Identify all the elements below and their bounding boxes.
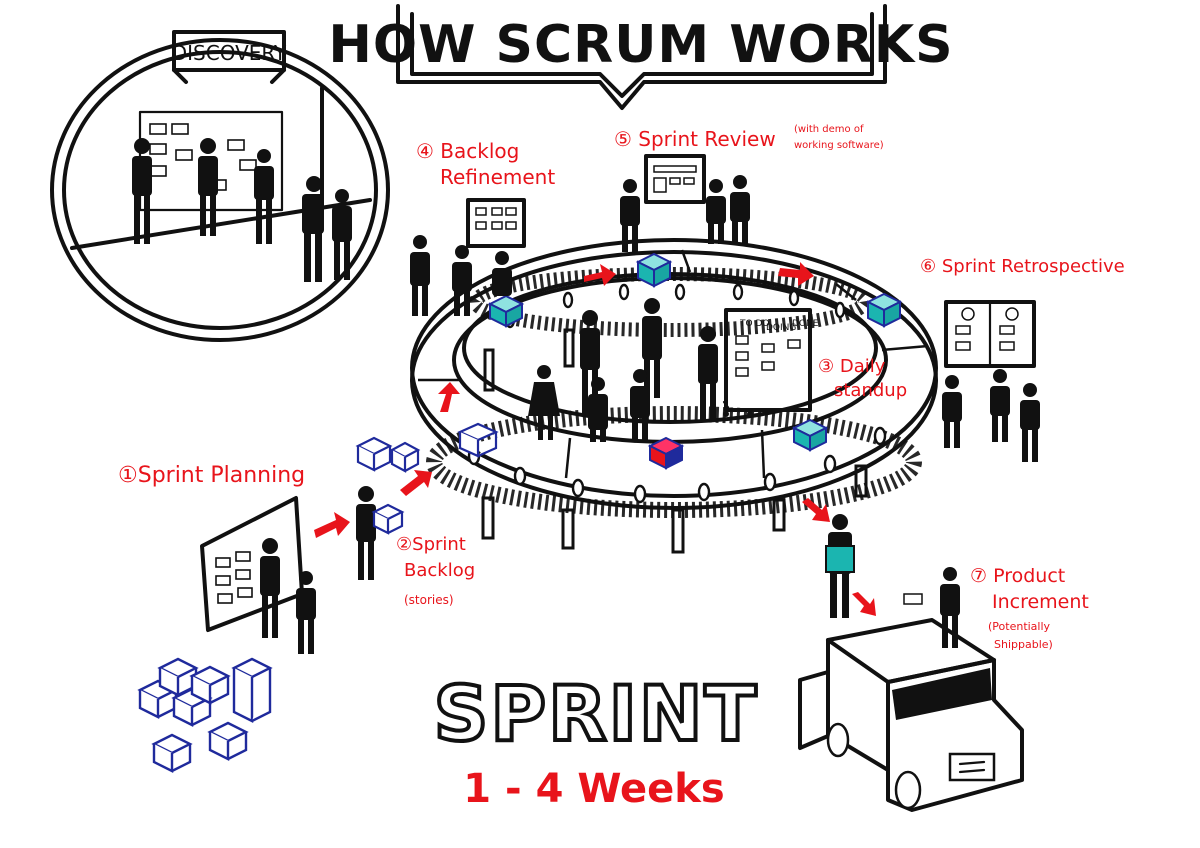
story-box bbox=[231, 657, 273, 723]
sprint-label: SPRINT bbox=[434, 669, 759, 758]
flow-arrows bbox=[314, 262, 876, 616]
label-product-increment-2: Increment bbox=[992, 591, 1089, 613]
increment-box bbox=[487, 294, 525, 328]
label-sprint-retrospective: ⑥ Sprint Retrospective bbox=[920, 256, 1125, 277]
increment-boxes bbox=[487, 252, 903, 470]
label-backlog-refinement-2: Refinement bbox=[440, 165, 555, 189]
page-title: HOW SCRUM WORKS bbox=[328, 15, 953, 75]
label-product-increment-1: ⑦ Product bbox=[970, 565, 1065, 587]
label-product-increment-note-2: Shippable) bbox=[994, 638, 1053, 651]
review-group bbox=[620, 154, 750, 252]
title-banner: HOW SCRUM WORKS bbox=[328, 4, 953, 110]
board-col-doing: DOING bbox=[766, 323, 796, 333]
story-box bbox=[355, 436, 393, 472]
arrow-icon bbox=[852, 592, 876, 616]
story-box bbox=[137, 679, 179, 719]
sprint-conveyor bbox=[410, 238, 938, 554]
label-product-increment-note-1: (Potentially bbox=[988, 620, 1051, 633]
label-sprint-review-note-1: (with demo of bbox=[794, 124, 864, 135]
board-col-todo: TO DO bbox=[739, 319, 769, 329]
product-backlog-pile bbox=[137, 657, 273, 773]
label-sprint-backlog-note: (stories) bbox=[404, 593, 454, 607]
planning-group bbox=[200, 486, 405, 654]
delivery-group bbox=[798, 514, 1024, 812]
label-sprint-backlog-1: ②Sprint bbox=[396, 534, 466, 555]
story-box bbox=[151, 733, 193, 773]
discovery-people bbox=[132, 138, 352, 282]
retro-group bbox=[942, 300, 1040, 462]
label-daily-standup-2: standup bbox=[834, 380, 907, 401]
label-sprint-review: ⑤ Sprint Review bbox=[614, 127, 776, 151]
arrow-icon bbox=[778, 262, 814, 286]
arrow-icon bbox=[802, 498, 830, 522]
story-boxes bbox=[355, 422, 499, 473]
arrow-icon bbox=[584, 264, 616, 286]
board-col-done: DONE bbox=[792, 319, 819, 329]
story-box bbox=[157, 657, 199, 697]
increment-box bbox=[635, 252, 673, 288]
discovery-label: DISCOVERY bbox=[172, 41, 287, 65]
step-labels: ①Sprint Planning ②Sprint Backlog (storie… bbox=[118, 124, 1125, 651]
story-box bbox=[207, 721, 249, 761]
standup-people bbox=[528, 298, 718, 442]
scrum-board: TO DO DOING DONE bbox=[722, 308, 819, 417]
label-sprint-review-note-2: working software) bbox=[794, 140, 884, 151]
sprint-footer: SPRINT 1 - 4 Weeks bbox=[432, 667, 759, 812]
arrow-icon bbox=[438, 382, 460, 412]
label-sprint-planning: ①Sprint Planning bbox=[118, 463, 305, 488]
story-box bbox=[389, 441, 421, 473]
refinement-group bbox=[410, 198, 526, 316]
label-sprint-backlog-2: Backlog bbox=[404, 560, 475, 581]
label-daily-standup-1: ③ Daily bbox=[818, 356, 886, 377]
arrow-icon bbox=[314, 512, 350, 538]
discovery-panel: DISCOVERY bbox=[50, 30, 390, 342]
sprint-duration: 1 - 4 Weeks bbox=[463, 766, 724, 812]
increment-box bbox=[791, 418, 829, 452]
story-box bbox=[189, 665, 231, 705]
story-box bbox=[371, 503, 405, 535]
label-backlog-refinement-1: ④ Backlog bbox=[416, 139, 519, 163]
story-box bbox=[457, 422, 499, 458]
arrow-icon bbox=[400, 470, 432, 496]
wip-box bbox=[647, 436, 685, 470]
increment-box bbox=[865, 292, 903, 328]
